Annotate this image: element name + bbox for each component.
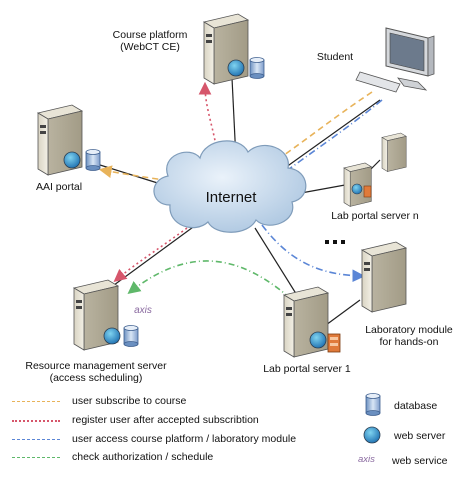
link-student <box>274 99 381 176</box>
labn-globe-icon <box>351 183 363 195</box>
label-resource-management: Resource management server (access sched… <box>25 360 167 384</box>
laboratory-module-server <box>360 241 408 313</box>
legend-swatch-green <box>12 457 60 458</box>
label-aai-portal: AAI portal <box>35 181 83 193</box>
legend-web-server-icon <box>363 426 381 444</box>
lab-portal-server-1 <box>282 286 330 358</box>
lab-module-server-n <box>381 132 407 172</box>
aai-db-icon <box>85 149 101 171</box>
legend-database-icon <box>365 393 381 416</box>
legend-swatch-blue <box>12 439 60 440</box>
ellipsis-dots <box>325 240 345 244</box>
lab1-module-icon <box>327 333 341 353</box>
label-laboratory-module: Laboratory module for hands-on <box>365 324 453 348</box>
flow-red-to-resource <box>113 221 196 283</box>
course-db-icon <box>249 57 265 79</box>
student-workstation <box>355 27 435 93</box>
link-lab-1 <box>254 227 301 301</box>
resource-db-icon <box>123 325 139 347</box>
legend-label-web-server: web server <box>394 430 446 442</box>
label-lab-portal-server-1: Lab portal server 1 <box>263 363 351 375</box>
flow-blue-student <box>284 99 383 173</box>
legend-swatch-orange <box>12 401 60 402</box>
resource-globe-icon <box>103 327 121 345</box>
labn-module-icon <box>363 185 372 198</box>
legend-swatch-red <box>12 420 60 422</box>
label-course-platform: Course platform (WebCT CE) <box>112 29 188 53</box>
lab1-globe-icon <box>309 331 327 349</box>
label-lab-portal-server-n: Lab portal server n <box>331 210 419 222</box>
legend-label-register: register user after accepted subscribtio… <box>72 414 259 426</box>
legend-label-subscribe: user subscribe to course <box>72 395 187 407</box>
label-student: Student <box>316 51 354 63</box>
link-resource <box>109 221 201 289</box>
legend-label-check: check authorization / schedule <box>72 451 214 463</box>
legend-label-web-service: web service <box>392 455 448 467</box>
flow-red-to-course <box>198 81 219 161</box>
link-lab-module <box>325 299 361 326</box>
flow-green-check <box>127 260 291 299</box>
aai-globe-icon <box>63 151 81 169</box>
flow-paths <box>98 81 383 299</box>
internet-cloud <box>153 140 307 233</box>
legend-label-database: database <box>394 400 438 412</box>
legend-label-access: user access course platform / laboratory… <box>72 433 297 445</box>
axis-brand-logo: axis <box>134 305 152 316</box>
course-globe-icon <box>227 59 245 77</box>
flow-blue-to-lab-module <box>261 224 366 283</box>
legend-axis-web-service-icon: axis <box>358 454 375 465</box>
label-internet: Internet <box>205 189 257 206</box>
link-lab-n-pair <box>369 159 381 171</box>
